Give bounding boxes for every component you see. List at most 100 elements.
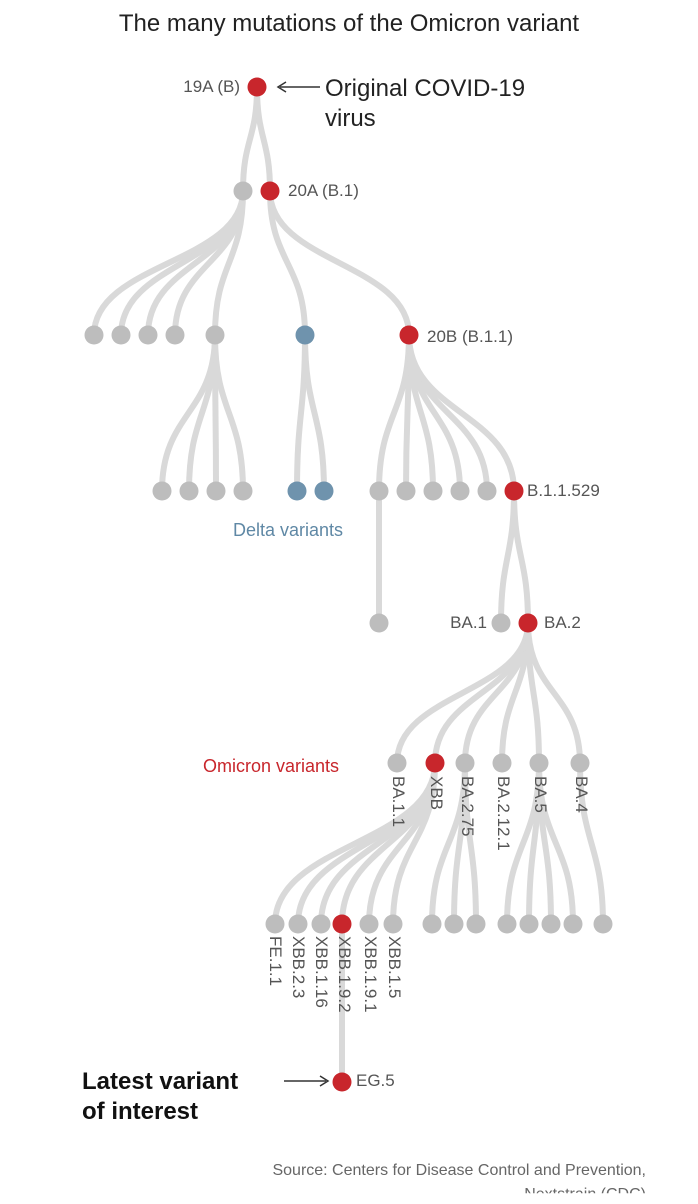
tree-node-dl2 [314, 481, 334, 501]
tree-node-l3 [206, 481, 226, 501]
node-label-xbb116: XBB.1.16 [312, 936, 331, 1008]
tree-edge-ba2-ba11 [394, 620, 531, 766]
original-virus-arrow [276, 81, 320, 93]
tree-edge-b20-b529 [406, 332, 517, 494]
tree-node-ba11 [387, 753, 407, 773]
latest-variant-line1: Latest variant [82, 1068, 239, 1095]
node-label-eg5: EG.5 [356, 1071, 395, 1090]
node-label-xbb23: XBB.2.3 [289, 936, 308, 999]
node-label-xbb: XBB [427, 776, 446, 811]
tree-node-z5 [593, 914, 613, 934]
tree-node-x4 [332, 914, 352, 934]
tree-edge-ba2-ba4 [525, 620, 583, 766]
tree-edge-g5-l2 [186, 332, 218, 494]
tree-edge-g20a-g5 [212, 188, 246, 338]
tree-edge-g20a-g1 [91, 188, 246, 338]
tree-node-p4 [450, 481, 470, 501]
tree-edge-b529-ba2 [511, 488, 531, 626]
tree-node-ba275 [455, 753, 475, 773]
tree-node-g5 [205, 325, 225, 345]
node-label-20a: 20A (B.1) [288, 181, 359, 200]
latest-variant-line2: of interest [82, 1098, 199, 1125]
tree-node-q1 [369, 613, 389, 633]
tree-node-z3 [541, 914, 561, 934]
tree-node-ba2 [518, 613, 538, 633]
tree-node-z1 [497, 914, 517, 934]
tree-node-b20 [399, 325, 419, 345]
tree-node-x3 [311, 914, 331, 934]
tree-node-x5 [359, 914, 379, 934]
tree-edge-g20a-g2 [118, 188, 246, 338]
tree-node-z2 [519, 914, 539, 934]
tree-edge-a20-d1 [267, 188, 308, 338]
node-label-ba4: BA.4 [572, 776, 591, 813]
tree-edge-ba275-y3 [462, 760, 479, 927]
latest-variant-annotation: Latest variant of interest [82, 1067, 238, 1127]
node-label-ba2: BA.2 [544, 613, 581, 632]
tree-node-ba5 [529, 753, 549, 773]
tree-edge-a20-b20 [267, 188, 412, 338]
node-label-ba11: BA.1.1 [389, 776, 408, 828]
source-note: Source: Centers for Disease Control and … [272, 1162, 646, 1179]
tree-node-g1 [84, 325, 104, 345]
tree-node-d1 [295, 325, 315, 345]
tree-edge-ba5-z4 [536, 760, 576, 927]
tree-node-x6 [383, 914, 403, 934]
tree-node-p5 [477, 481, 497, 501]
node-label-20b: 20B (B.1.1) [427, 327, 513, 346]
tree-node-x2 [288, 914, 308, 934]
tree-node-p3 [423, 481, 443, 501]
tree-node-y3 [466, 914, 486, 934]
tree-edge-xbb-x3 [318, 760, 438, 927]
tree-edge-ba4-z5 [577, 760, 606, 927]
delta-group-label: Delta variants [233, 520, 344, 540]
tree-node-g4 [165, 325, 185, 345]
tree-node-b529 [504, 481, 524, 501]
tree-edge-d1-dl2 [302, 332, 327, 494]
tree-node-g2 [111, 325, 131, 345]
original-virus-annotation: Original COVID-19 virus [325, 74, 525, 134]
tree-node-p1 [369, 481, 389, 501]
tree-edge-root-a20 [254, 84, 273, 194]
node-label-19a: 19A (B) [183, 77, 240, 96]
tree-node-ba4 [570, 753, 590, 773]
node-label-ba1: BA.1 [450, 613, 487, 632]
node-label-ba2121: BA.2.12.1 [494, 776, 513, 851]
tree-node-l1 [152, 481, 172, 501]
node-label-ba275: BA.2.75 [458, 776, 477, 837]
tree-node-l4 [233, 481, 253, 501]
omicron-group-label: Omicron variants [203, 756, 340, 776]
tree-node-y1 [422, 914, 442, 934]
node-label-xbb191: XBB.1.9.1 [361, 936, 380, 1013]
latest-variant-arrow [284, 1075, 330, 1087]
tree-node-ba1 [491, 613, 511, 633]
original-virus-line1: Original COVID-19 [325, 75, 526, 102]
tree-node-y2 [444, 914, 464, 934]
tree-node-p2 [396, 481, 416, 501]
tree-node-dl1 [287, 481, 307, 501]
node-label-b11529: B.1.1.529 [527, 481, 600, 500]
tree-node-eg5 [332, 1072, 352, 1092]
tree-node-g3 [138, 325, 158, 345]
source-note-cut: Nextstrain (CDC) [524, 1186, 646, 1203]
tree-node-x1 [265, 914, 285, 934]
tree-node-g20a [233, 181, 253, 201]
original-virus-line2: virus [325, 105, 376, 132]
tree-edge-ba2-ba275 [462, 620, 531, 766]
node-label-fe11: FE.1.1 [266, 936, 285, 987]
node-label-xbb192: XBB.1.9.2 [335, 936, 354, 1013]
tree-edge-xbb-x6 [390, 760, 438, 927]
node-label-ba5: BA.5 [531, 776, 550, 813]
tree-node-ba2121 [492, 753, 512, 773]
figure-title: The many mutations of the Omicron varian… [118, 10, 580, 37]
tree-node-z4 [563, 914, 583, 934]
tree-node-root [247, 77, 267, 97]
tree-node-l2 [179, 481, 199, 501]
tree-edge-ba2-ba2121 [499, 620, 531, 766]
tree-edge-g5-l4 [212, 332, 246, 494]
tree-node-xbb [425, 753, 445, 773]
tree-node-a20 [260, 181, 280, 201]
node-label-xbb15: XBB.1.5 [385, 936, 404, 999]
